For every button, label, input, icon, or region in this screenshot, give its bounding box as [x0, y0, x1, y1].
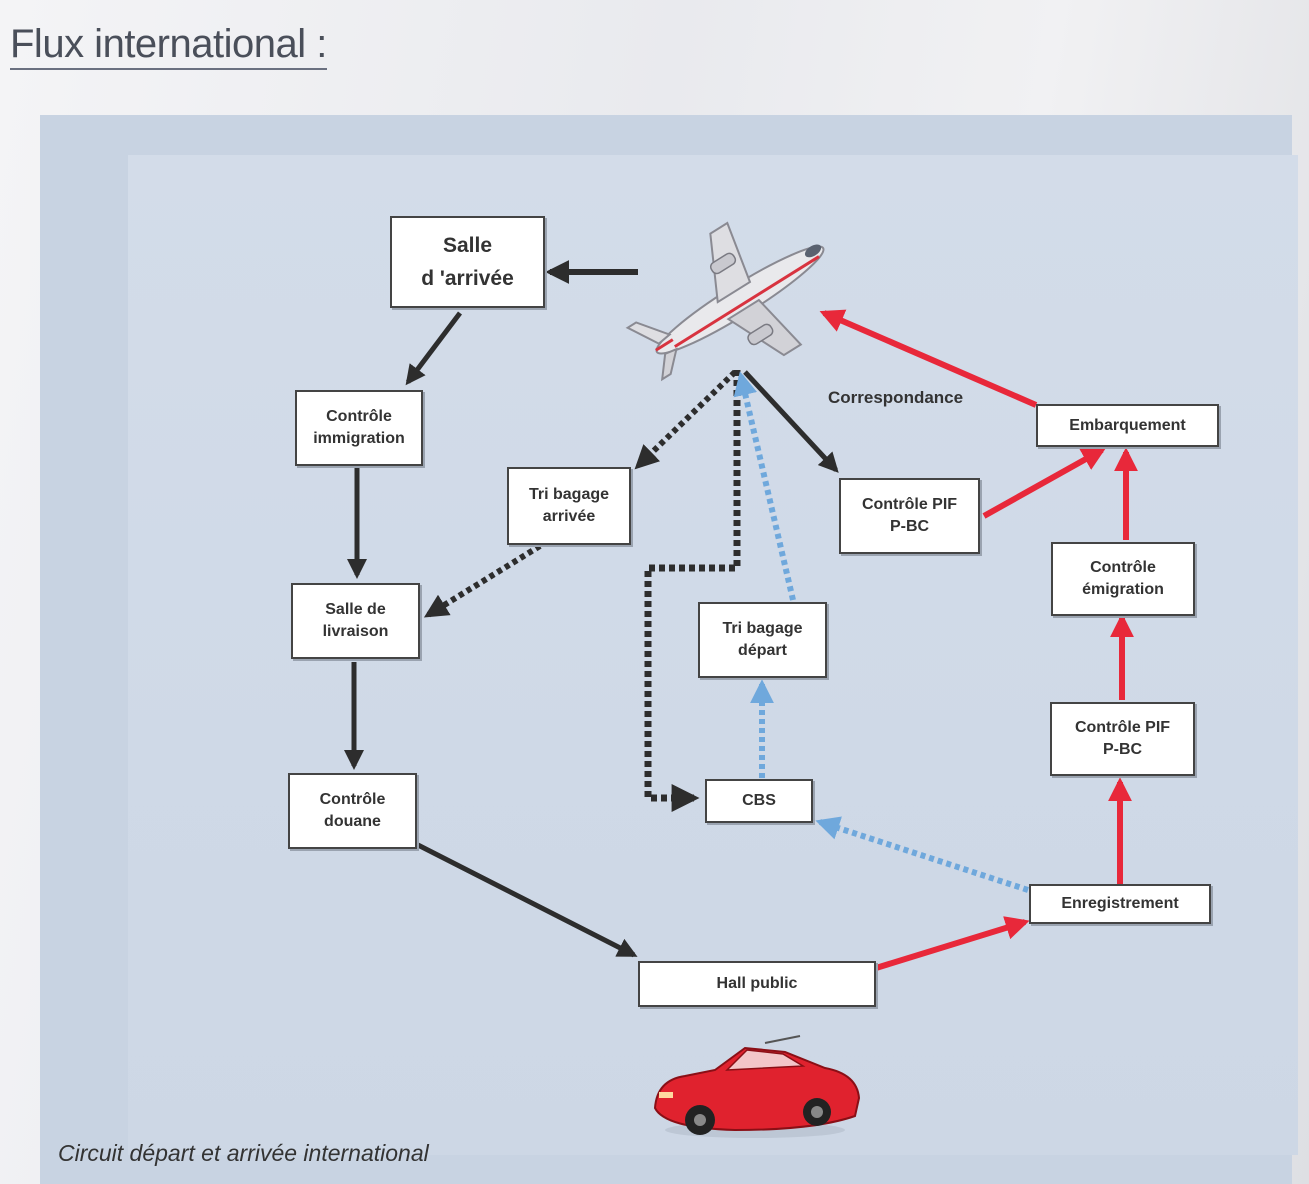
- figure-caption: Circuit départ et arrivée international: [58, 1140, 429, 1166]
- node-salle-livraison: Salle de livraison: [291, 583, 420, 659]
- arrow-hall-to-enregistrement: [875, 916, 1030, 971]
- arrow-embarquement-to-plane: [819, 309, 1038, 408]
- node-controle-pif-2: Contrôle PIF P-BC: [1050, 702, 1195, 776]
- car-icon: [653, 1035, 861, 1138]
- node-tri-bagage-arrivee: Tri bagage arrivée: [507, 467, 631, 545]
- airplane-icon: [625, 221, 825, 382]
- node-salle-arrivee: Salle d 'arrivée: [390, 216, 545, 308]
- correspondance-label: Correspondance: [828, 388, 964, 407]
- arrow-plane-to-cbs: [644, 370, 741, 812]
- node-hall-public: Hall public: [638, 961, 876, 1007]
- arrow-tri-arrivee-to-livraison: [423, 543, 542, 618]
- arrow-plane-to-tri-arrivee: [634, 369, 738, 470]
- arrow-salle-arrivee-to-immigration: [405, 311, 462, 386]
- node-controle-pif-1: Contrôle PIF P-BC: [839, 478, 980, 554]
- node-enregistrement: Enregistrement: [1029, 884, 1211, 924]
- node-controle-immigration: Contrôle immigration: [295, 390, 423, 466]
- arrow-tri-depart-to-plane: [733, 371, 796, 601]
- arrow-enregistrement-to-cbs: [815, 816, 1029, 893]
- node-tri-bagage-depart: Tri bagage départ: [698, 602, 827, 678]
- arrow-plane-to-pif-1: [743, 370, 839, 473]
- node-cbs: CBS: [705, 779, 813, 823]
- arrow-pif-1-to-embarquement: [982, 447, 1107, 519]
- node-controle-douane: Contrôle douane: [288, 773, 417, 849]
- node-controle-emigration: Contrôle émigration: [1051, 542, 1195, 616]
- page-title: Flux international :: [10, 22, 327, 70]
- arrow-douane-to-hall: [416, 842, 638, 958]
- node-embarquement: Embarquement: [1036, 404, 1219, 447]
